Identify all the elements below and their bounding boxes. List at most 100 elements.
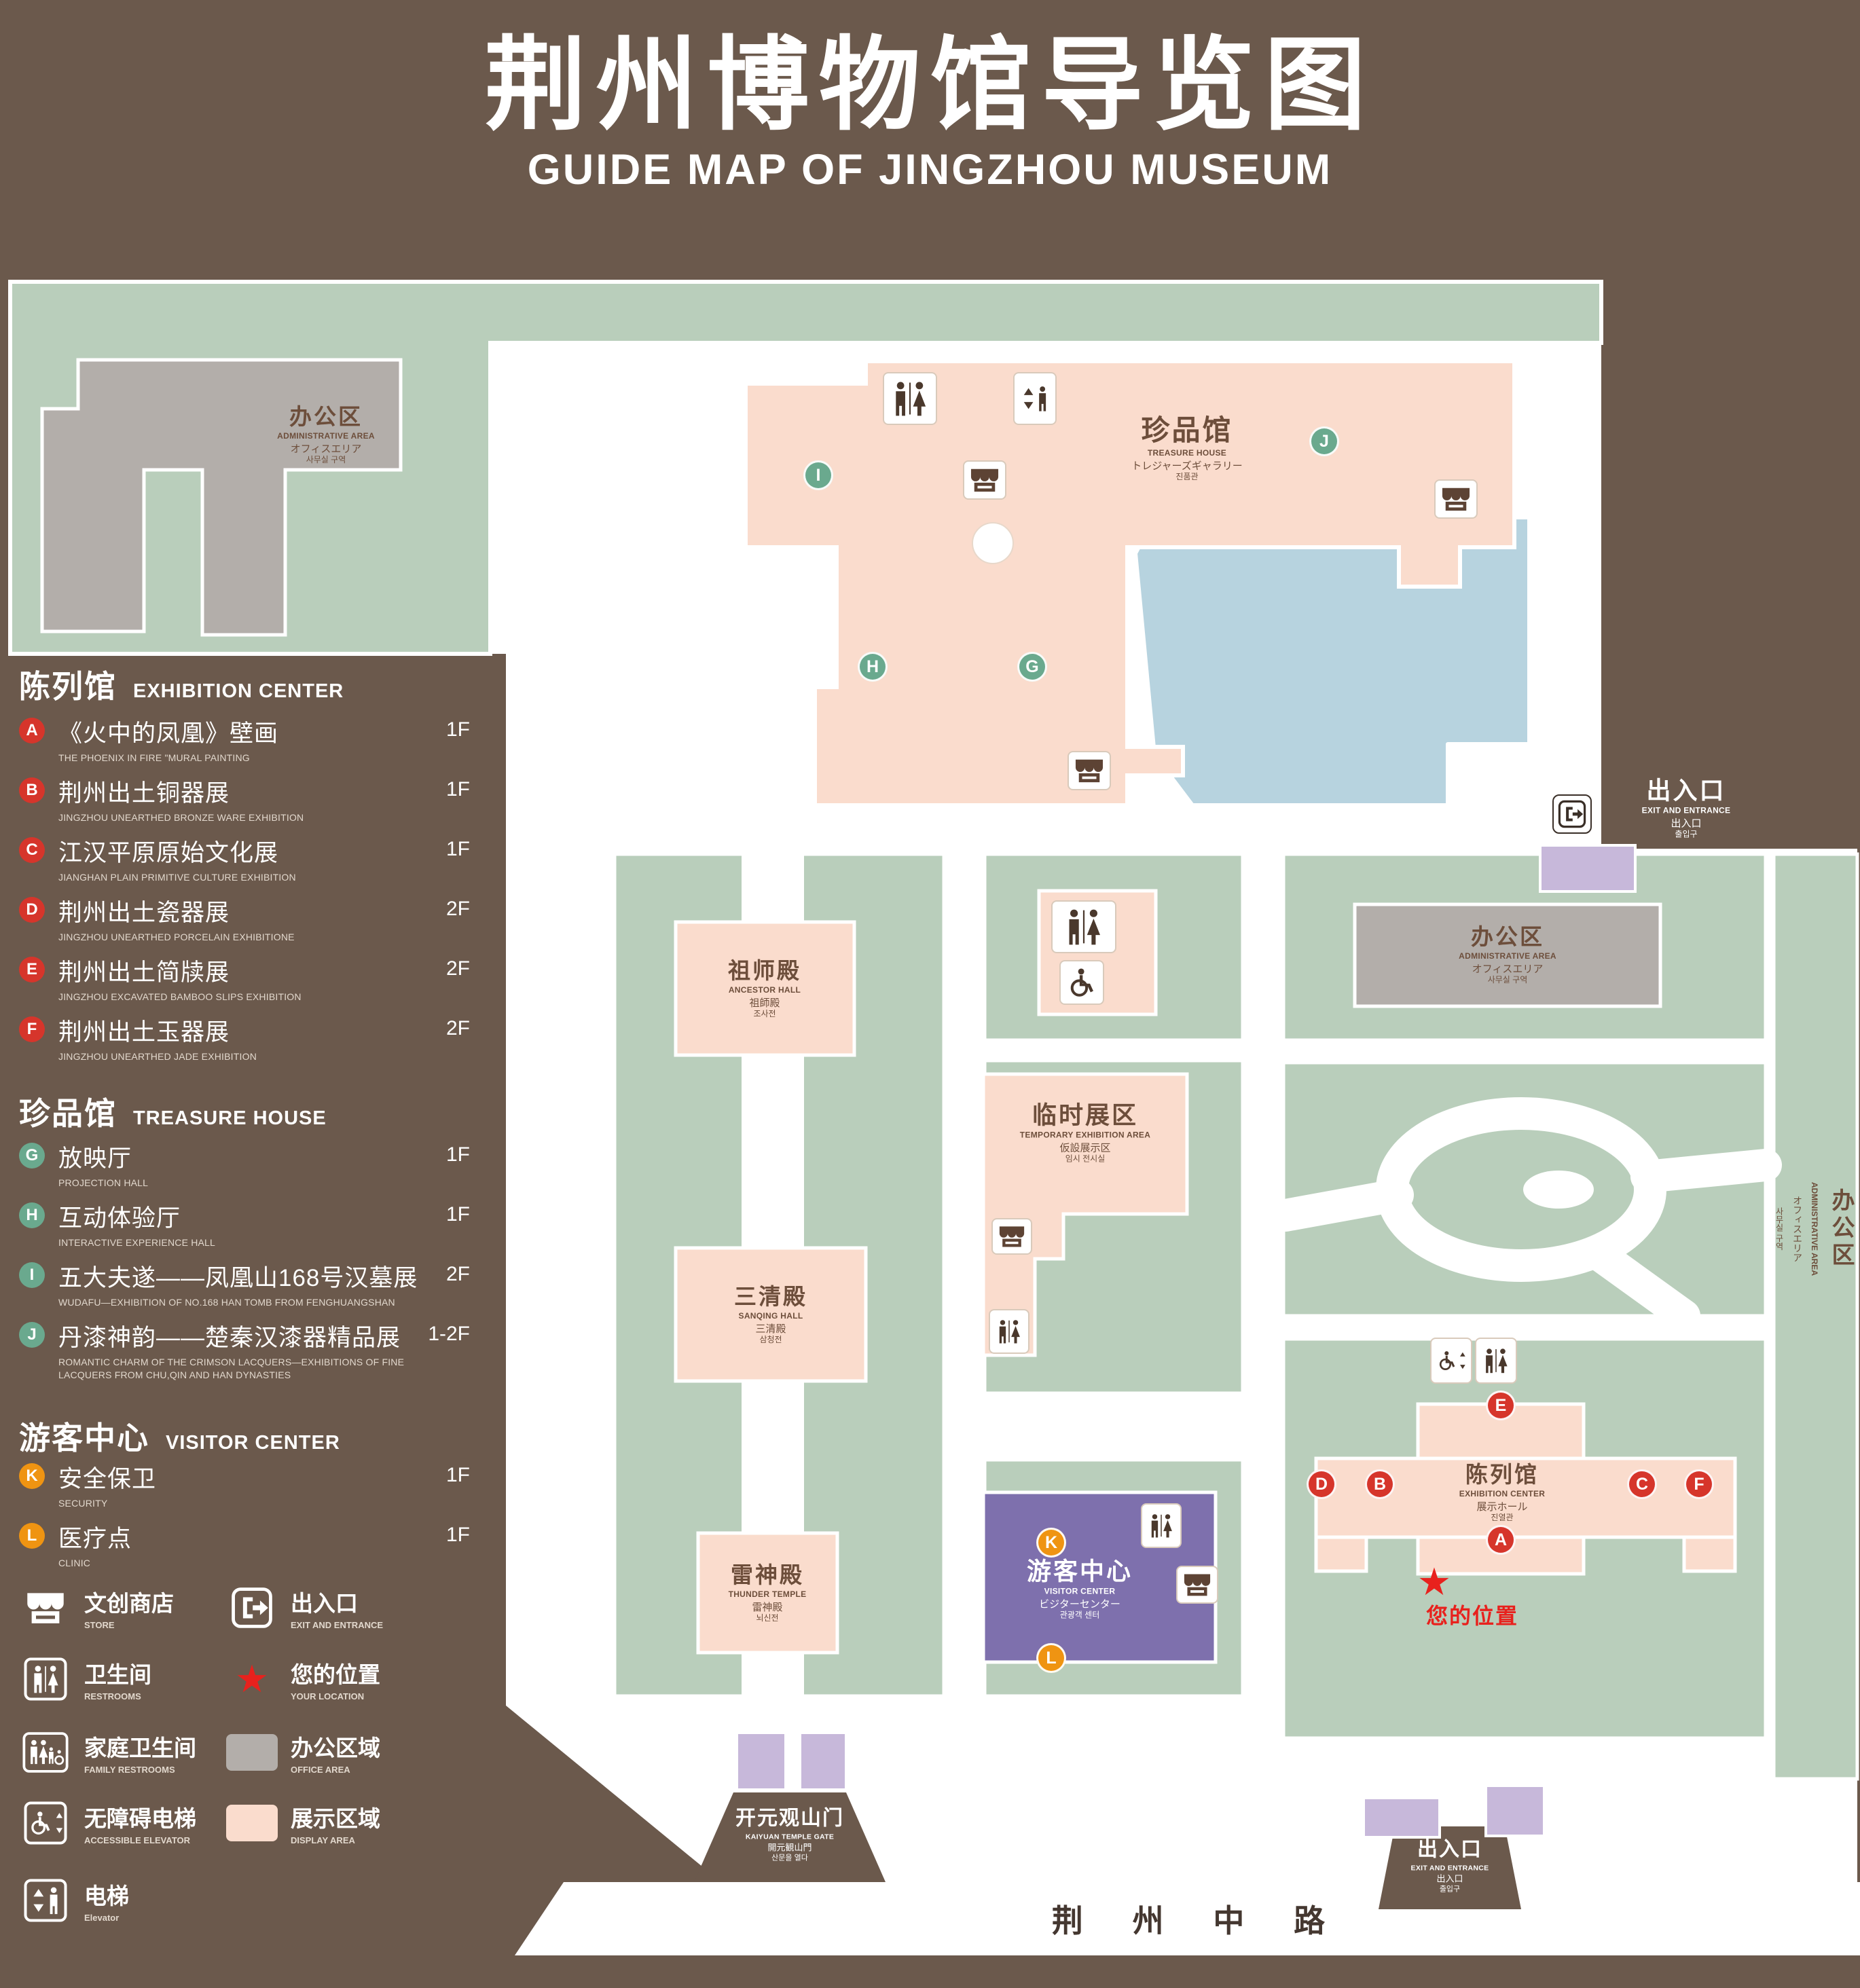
structure-gate-east xyxy=(799,1731,847,1791)
map-marker-g: G xyxy=(1017,652,1047,682)
label-zh: 临时展区 xyxy=(1032,1101,1138,1129)
label-ko: 관광객 센터 xyxy=(1059,1610,1100,1620)
accessible-elevator-icon xyxy=(1430,1338,1472,1384)
bg-notch-gate xyxy=(694,1792,886,1882)
label-zh: 办公区 xyxy=(289,404,363,430)
map-marker-l: L xyxy=(1036,1643,1066,1673)
label-zh: 开元观山门 xyxy=(735,1807,844,1830)
label-ko: 출입구 xyxy=(1439,1884,1461,1893)
section-title-zh: 珍品馆 xyxy=(19,1096,117,1131)
legend-label-en: RESTROOMS xyxy=(84,1691,141,1701)
label-ko: 출입구 xyxy=(1675,829,1698,839)
store-icon xyxy=(1434,479,1478,519)
label-en: EXHIBITION CENTER xyxy=(1459,1489,1546,1499)
label-ko: 뇌신전 xyxy=(756,1613,779,1623)
your-location-star-icon: ★ xyxy=(1417,1560,1452,1603)
label-ja: オフィスエリア xyxy=(1472,963,1544,975)
marker-badge-g: G xyxy=(19,1143,45,1168)
label-ko: 삼청전 xyxy=(759,1335,782,1345)
label-ja: 雷神殿 xyxy=(752,1601,783,1613)
item-name: 互动体验厅 xyxy=(58,1205,181,1232)
your-location-text: 您的位置 xyxy=(1425,1604,1519,1628)
structure-exit-south-b xyxy=(1484,1784,1546,1837)
map-label-kaiyuan-gate: 开元观山门 KAIYUAN TEMPLE GATE 開元観山門 산문을 열다 xyxy=(735,1807,844,1862)
label-en: ADMINISTRATIVE AREA xyxy=(1810,1182,1819,1276)
family-restroom-icon xyxy=(19,1731,72,1773)
label-ja: 出入口 xyxy=(1671,817,1702,830)
structure-exit-south-a xyxy=(1362,1797,1441,1839)
item-name: 放映厅 xyxy=(58,1145,132,1172)
label-ja: 三清殿 xyxy=(755,1323,786,1335)
map-label-ancestor-hall: 祖师殿 ANCESTOR HALL 祖師殿 조사전 xyxy=(728,958,801,1019)
label-ja: 祖師殿 xyxy=(749,997,780,1009)
marker-badge-b: B xyxy=(19,777,45,803)
label-zh: 珍品馆 xyxy=(1141,413,1233,446)
legend-label: 文创商店 xyxy=(84,1591,174,1616)
list-item-d: D 荆州出土瓷器展 JINGZHOU UNEARTHED PORCELAIN E… xyxy=(19,894,489,944)
item-name-en: JINGZHOU UNEARTHED JADE EXHIBITION xyxy=(58,1051,257,1062)
item-name-en: INTERACTIVE EXPERIENCE HALL xyxy=(58,1237,216,1248)
exit-icon xyxy=(225,1587,278,1629)
item-name-en: JINGZHOU UNEARTHED PORCELAIN EXHIBITIONE xyxy=(58,932,295,942)
legend-label-en: STORE xyxy=(84,1620,115,1630)
item-name-en: JINGZHOU EXCAVATED BAMBOO SLIPS EXHIBITI… xyxy=(58,991,302,1002)
item-name: 荆州出土简牍展 xyxy=(58,959,230,986)
marker-badge-j: J xyxy=(19,1322,45,1348)
marker-badge-c: C xyxy=(19,837,45,863)
label-ja: 出入口 xyxy=(1436,1873,1463,1883)
building-temporary-exhibition xyxy=(981,1072,1189,1357)
marker-badge-h: H xyxy=(19,1202,45,1228)
section-title-zh: 游客中心 xyxy=(19,1420,149,1456)
map-label-sanqing-hall: 三清殿 SANQING HALL 三清殿 삼청전 xyxy=(734,1284,807,1345)
legend-label-en: Elevator xyxy=(84,1913,120,1923)
item-floor: 1F xyxy=(445,1143,470,1166)
elevator-icon xyxy=(19,1879,72,1922)
label-zh: 出入口 xyxy=(1417,1838,1482,1861)
marker-badge-e: E xyxy=(19,957,45,982)
label-en: ADMINISTRATIVE AREA xyxy=(1459,951,1556,961)
legend-label: 无障碍电梯 xyxy=(84,1806,196,1831)
bg-notch-sw xyxy=(506,1706,721,1882)
label-en: THUNDER TEMPLE xyxy=(728,1589,807,1600)
round-plaza xyxy=(972,522,1014,564)
map-label-admin-central: 办公区 ADMINISTRATIVE AREA オフィスエリア 사무실 구역 xyxy=(1459,924,1556,985)
item-name: 荆州出土瓷器展 xyxy=(58,900,230,926)
legend-label: 展示区域 xyxy=(291,1806,380,1831)
map-label-thunder-temple: 雷神殿 THUNDER TEMPLE 雷神殿 뇌신전 xyxy=(729,1562,807,1623)
list-item-c: C 江汉平原原始文化展 JIANGHAN PLAIN PRIMITIVE CUL… xyxy=(19,834,489,884)
item-floor: 2F xyxy=(445,898,470,920)
marker-badge-d: D xyxy=(19,897,45,923)
marker-badge-f: F xyxy=(19,1016,45,1042)
label-ko: 사무실 구역 xyxy=(1774,1207,1784,1251)
label-ja: オフィスエリア xyxy=(1792,1196,1803,1262)
legend-label-en: ACCESSIBLE ELEVATOR xyxy=(84,1835,191,1845)
building-admin-northwest xyxy=(40,358,403,637)
legend-label: 您的位置 xyxy=(291,1662,380,1687)
item-name-en: PROJECTION HALL xyxy=(58,1177,149,1188)
label-ja: 仮設展示区 xyxy=(1059,1142,1111,1154)
elevator-icon xyxy=(1013,372,1057,425)
item-floor: 2F xyxy=(445,1263,470,1285)
legend-label: 办公区域 xyxy=(291,1735,380,1761)
building-thunder-temple xyxy=(696,1531,839,1655)
label-en: EXIT AND ENTRANCE xyxy=(1410,1863,1489,1872)
list-item-l: L 医疗点 CLINIC 1F xyxy=(19,1520,489,1570)
label-ja: 展示ホール xyxy=(1476,1501,1528,1513)
item-name: 江汉平原原始文化展 xyxy=(58,840,279,866)
map-label-temporary-exhibition: 临时展区 TEMPORARY EXHIBITION AREA 仮設展示区 임시 … xyxy=(1020,1101,1150,1164)
section-title-zh: 陈列馆 xyxy=(19,669,117,704)
label-ja: オフィスエリア xyxy=(290,443,362,455)
legend-label-en: EXIT AND ENTRANCE xyxy=(291,1620,384,1630)
road-name: 荆 州 中 路 xyxy=(1051,1903,1346,1938)
exit-icon xyxy=(1552,794,1592,834)
map-marker-e: E xyxy=(1486,1391,1516,1420)
marker-badge-i: I xyxy=(19,1262,45,1288)
marker-badge-a: A xyxy=(19,718,45,743)
